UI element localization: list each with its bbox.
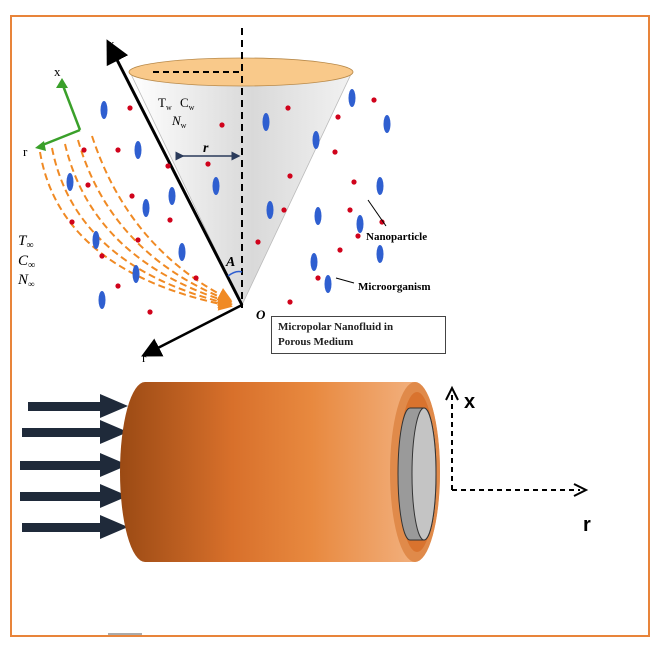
flow-arrows bbox=[20, 394, 128, 539]
wall-microorganism-label: Nw bbox=[171, 113, 187, 130]
inset-x-axis bbox=[60, 82, 82, 131]
cone-r-label: r bbox=[142, 350, 147, 365]
streamlines bbox=[39, 135, 233, 311]
cylinder-panel: x r bbox=[20, 382, 591, 562]
nanoparticle-pointer bbox=[367, 199, 387, 227]
flow-arrow-3 bbox=[20, 453, 128, 477]
microorganism-label: Microorganism bbox=[358, 281, 431, 293]
inset-r-axis bbox=[39, 128, 81, 148]
flow-arrow-1 bbox=[28, 394, 128, 418]
nanoparticle-label: Nanoparticle bbox=[366, 231, 427, 243]
medium-label-box: Micropolar Nanofluid in Porous Medium bbox=[271, 316, 446, 354]
angle-label: A bbox=[225, 255, 235, 270]
cone-wall-x-axis bbox=[106, 39, 244, 306]
inset-r-label: r bbox=[23, 144, 28, 159]
radius-label: r bbox=[203, 141, 209, 156]
ambient-concentration-label: C∞ bbox=[18, 253, 35, 271]
nanoparticles bbox=[69, 97, 385, 315]
microorganism-pointer bbox=[335, 277, 355, 284]
medium-label-line-2: Porous Medium bbox=[278, 336, 354, 348]
cylinder-body bbox=[120, 382, 440, 562]
medium-label-line-1: Micropolar Nanofluid in bbox=[278, 321, 394, 333]
inner-disc-face bbox=[411, 407, 437, 541]
figure-frame bbox=[10, 15, 650, 637]
cone-x-label: x bbox=[108, 36, 115, 51]
wall-temperature-label: Tw bbox=[158, 95, 172, 112]
inset-x-label: x bbox=[54, 64, 61, 79]
cone-r-axis bbox=[141, 303, 243, 357]
microorganisms bbox=[66, 89, 391, 309]
ambient-microorganism-label: N∞ bbox=[17, 272, 34, 289]
cone-panel: x r x r Tw Cw Nw r A O T∞ C∞ N∞ Nanopart… bbox=[17, 28, 431, 365]
origin-label: O bbox=[256, 307, 266, 322]
ambient-temperature-label: T∞ bbox=[18, 233, 33, 251]
flow-arrow-2 bbox=[22, 420, 128, 444]
angle-arc bbox=[227, 270, 243, 277]
flow-arrow-4 bbox=[20, 484, 128, 508]
flow-arrow-5 bbox=[22, 515, 128, 539]
cylinder-r-label: r bbox=[583, 514, 591, 536]
cylinder-x-label: x bbox=[464, 391, 475, 413]
wall-concentration-label: Cw bbox=[180, 95, 195, 112]
